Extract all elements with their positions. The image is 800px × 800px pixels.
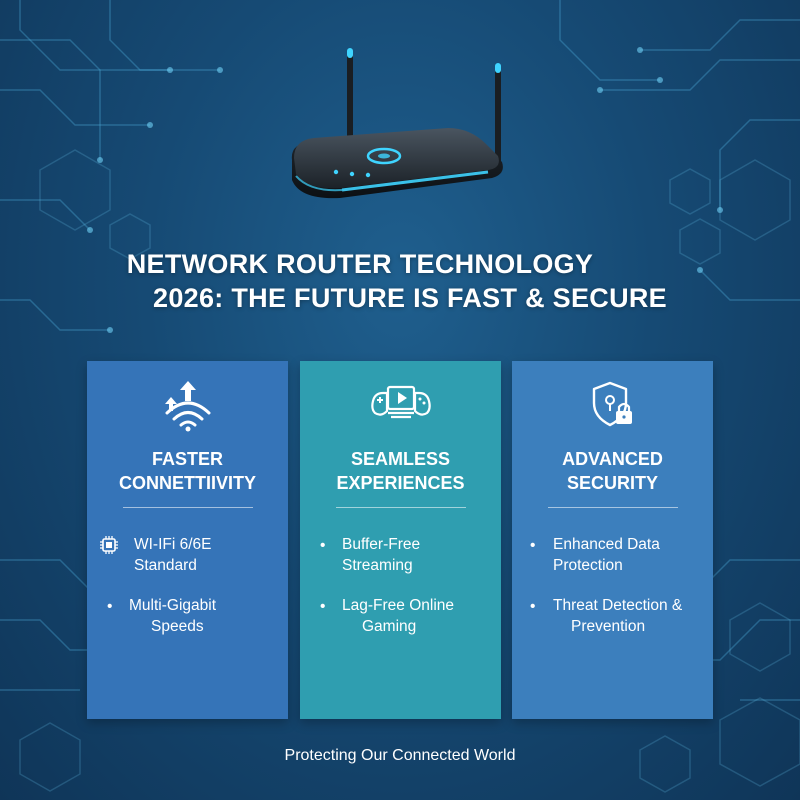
bullet-dot: • <box>530 598 536 615</box>
card-seamless-experiences: SEAMLESS EXPERIENCES • Buffer-Free Strea… <box>300 361 501 719</box>
antenna-right <box>495 63 501 165</box>
card-title: ADVANCED SECURITY <box>562 449 663 493</box>
router-illustration <box>291 48 503 199</box>
card-title: SEAMLESS EXPERIENCES <box>336 449 465 493</box>
bullet-dot: • <box>530 537 536 554</box>
divider <box>336 507 466 508</box>
divider <box>548 507 678 508</box>
divider <box>123 507 253 508</box>
headline-line-1: NETWORK ROUTER TECHNOLOGY <box>126 249 594 279</box>
card-title: FASTER CONNETTIIVITY <box>118 449 256 493</box>
wifi-upload-icon <box>87 379 288 433</box>
antenna-left <box>347 48 353 150</box>
bullet-dot: • <box>320 598 326 615</box>
card-advanced-security: ADVANCED SECURITY • Enhanced Data Protec… <box>512 361 713 719</box>
chip-icon <box>99 535 119 561</box>
footer-tagline: Protecting Our Connected World <box>284 747 516 764</box>
headline-line-2: 2026: THE FUTURE IS FAST & SECURE <box>153 283 667 313</box>
bullet-dot: • <box>320 537 326 554</box>
bullet-dot: • <box>107 598 113 615</box>
gaming-video-icon <box>300 379 501 433</box>
shield-lock-icon <box>512 379 713 433</box>
card-faster-connectivity: FASTER CONNETTIIVITY WI-IFi 6/6E Standar… <box>87 361 288 719</box>
